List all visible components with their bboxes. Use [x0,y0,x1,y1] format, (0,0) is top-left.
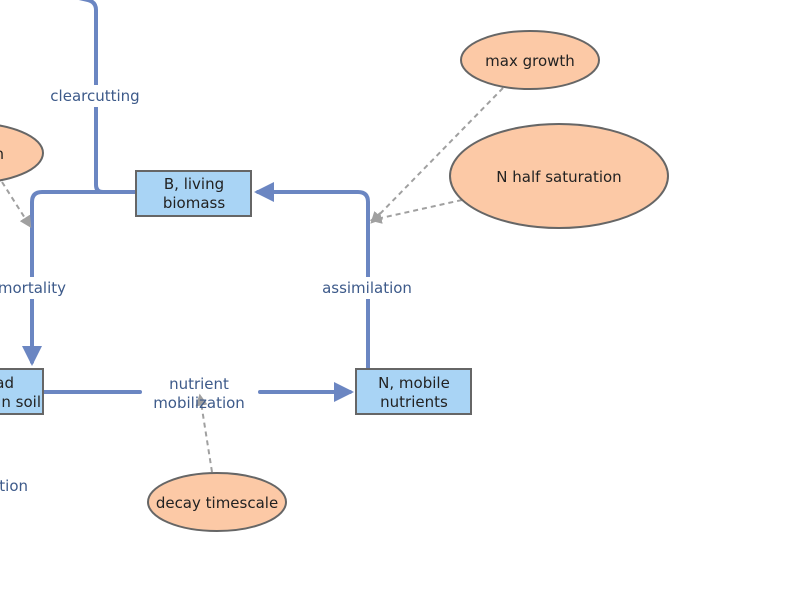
assimilation-flow [254,182,370,370]
mobile-nutrients-line-2: nutrients [380,393,448,411]
n-half-saturation-link [369,199,463,224]
partial-flow-label: tion [0,477,28,495]
left-parameter-link [1,181,32,229]
assimilation-label: assimilation [322,279,412,297]
living-biomass-line-2: biomass [163,194,225,212]
nutrient-mobilization-label-1: nutrient [169,375,229,393]
dead-in-soil-stock[interactable]: ad in soil [0,368,44,415]
max-growth-parameter[interactable]: max growth [460,30,600,90]
max-growth-label: max growth [485,52,575,70]
n-half-saturation-label: N half saturation [496,168,621,186]
mortality-label: mortality [0,279,66,297]
max-growth-link [370,87,504,224]
decay-timescale-link [195,393,213,473]
decay-timescale-label: decay timescale [156,494,278,512]
clearcutting-label: clearcutting [50,87,139,105]
living-biomass-line-1: B, living [164,175,224,193]
decay-timescale-parameter[interactable]: decay timescale [147,472,287,532]
dead-stock-line-2: in soil [0,393,41,411]
living-biomass-stock[interactable]: B, living biomass [135,170,252,217]
dead-stock-line-1: ad [0,374,14,392]
mortality-flow [22,190,138,366]
left-partial-parameter-label: h [0,145,4,163]
n-half-saturation-parameter[interactable]: N half saturation [449,123,669,229]
mobile-nutrients-line-1: N, mobile [378,374,450,392]
mobile-nutrients-stock[interactable]: N, mobile nutrients [355,368,472,415]
nutrient-mobilization-label-2: mobilization [153,394,245,412]
left-partial-parameter[interactable]: h [0,123,44,183]
